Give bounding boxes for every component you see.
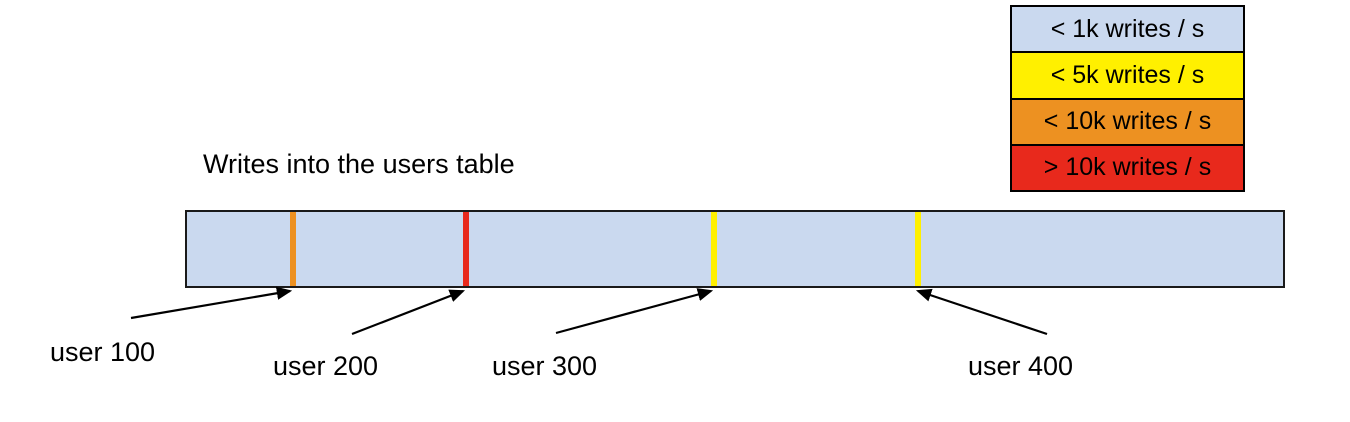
legend-label-under-1k: < 1k writes / s	[1050, 14, 1205, 43]
legend-row-under-10k: < 10k writes / s	[1012, 99, 1243, 146]
legend-label-over-10k: > 10k writes / s	[1043, 153, 1212, 182]
bar-marker-user-100	[290, 212, 296, 286]
users-table-bar	[185, 210, 1285, 288]
legend-row-under-1k: < 1k writes / s	[1012, 7, 1243, 54]
legend-label-under-10k: < 10k writes / s	[1043, 107, 1212, 136]
legend-row-under-5k: < 5k writes / s	[1012, 53, 1243, 100]
bar-marker-user-300	[711, 212, 717, 286]
bar-marker-user-200	[463, 212, 469, 286]
annotation-label-user-100: user 100	[50, 337, 156, 367]
annotation-label-user-400: user 400	[968, 351, 1074, 381]
legend: < 1k writes / s < 5k writes / s < 10k wr…	[1010, 5, 1245, 192]
annotation-label-user-200: user 200	[273, 351, 379, 381]
chart-title: Writes into the users table	[203, 149, 515, 179]
arrow-user-100	[130, 286, 293, 320]
arrow-user-400	[915, 288, 1048, 336]
legend-row-over-10k: > 10k writes / s	[1012, 145, 1243, 190]
annotation-label-user-300: user 300	[492, 351, 598, 381]
arrow-user-300	[555, 288, 714, 335]
legend-label-under-5k: < 5k writes / s	[1050, 60, 1205, 89]
arrow-user-200	[351, 289, 466, 336]
bar-marker-user-400	[915, 212, 921, 286]
